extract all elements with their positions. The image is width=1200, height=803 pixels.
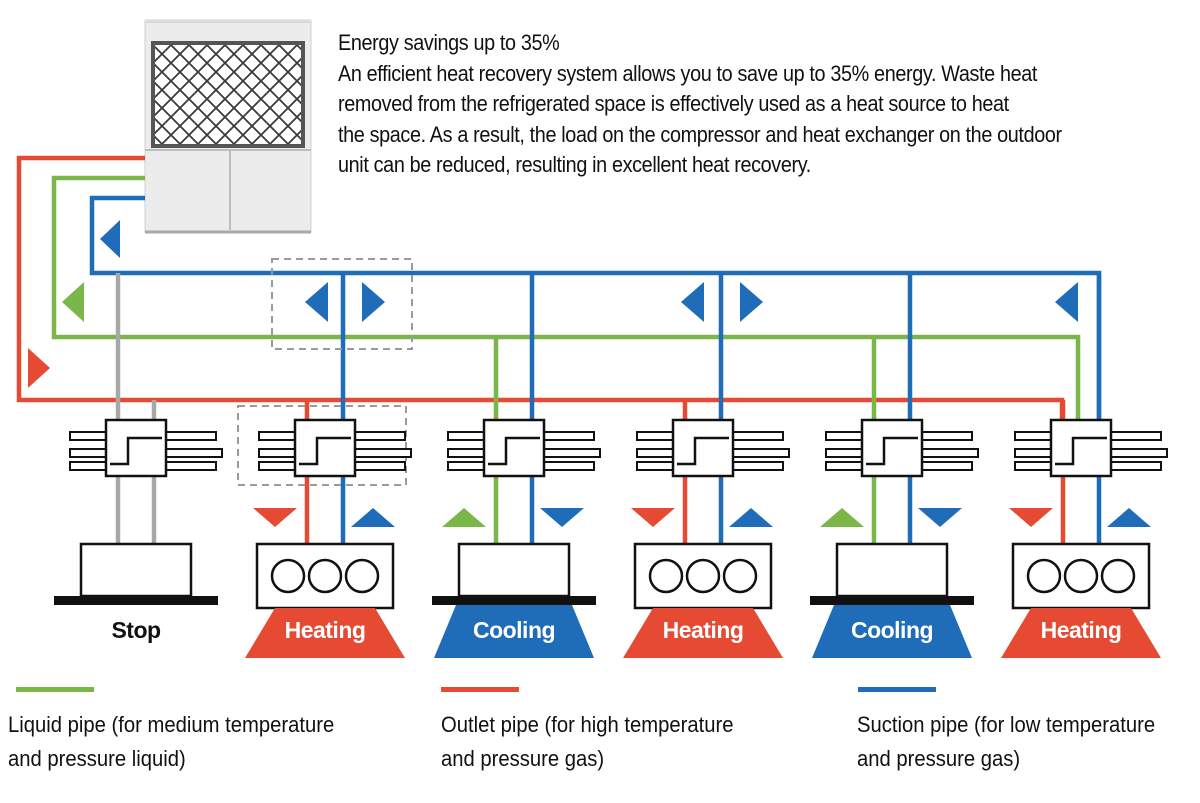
fan-coil-icon (633, 542, 773, 610)
legend-suction-line1: Suction pipe (for low temperature (857, 712, 1156, 737)
flow-arrow-icon (729, 508, 773, 527)
highlight-box-upper (271, 258, 413, 350)
legend-liquid-swatch (16, 687, 94, 692)
flow-arrow-icon (820, 508, 864, 527)
intro-line: removed from the refrigerated space is e… (338, 91, 1009, 116)
flow-arrow-icon (740, 282, 763, 322)
indoor-unit-icon (810, 542, 974, 605)
flow-arrow-icon (1107, 508, 1151, 527)
highlight-box-lower (237, 405, 407, 486)
bc-box-icon (442, 418, 601, 527)
flow-arrow-icon (1009, 508, 1053, 527)
indoor-unit-icon (432, 542, 596, 605)
legend-outlet-swatch (441, 687, 519, 692)
flow-arrow-icon (62, 282, 84, 322)
flow-arrow-icon (100, 220, 120, 258)
flow-arrow-icon (28, 348, 50, 388)
bc-box-icon (69, 418, 223, 478)
flow-arrow-icon (351, 508, 395, 527)
indoor-unit-icon (54, 542, 218, 605)
liquid-main-pipe (51, 175, 1081, 420)
legend-liquid-line1: Liquid pipe (for medium temperature (8, 712, 335, 737)
bc-box-icon (631, 418, 790, 527)
intro-line: An efficient heat recovery system allows… (338, 60, 1038, 86)
bc-box-icon (253, 418, 412, 527)
legend-suction-line2: and pressure gas) (857, 746, 1021, 771)
unit-label-cooling: Cooling (472, 617, 556, 643)
flow-arrow-icon (631, 508, 675, 527)
legend-outlet-text: Outlet pipe (for high temperature and pr… (441, 708, 734, 776)
airflow-fan-shape (245, 608, 405, 658)
airflow-fan-shape (434, 605, 594, 658)
indoor-unit-row (54, 418, 1168, 658)
airflow-fan-shape (1001, 608, 1161, 658)
airflow-fan-shape (623, 608, 783, 658)
unit-label-stop: Stop (111, 617, 161, 643)
fan-coil-icon (1011, 542, 1151, 610)
legend-outlet-line1: Outlet pipe (for high temperature (441, 712, 734, 737)
unit-label-heating: Heating (1040, 617, 1122, 643)
fan-coil-icon (255, 542, 395, 610)
flow-arrow-icon (253, 508, 297, 527)
main-flow-arrows (28, 220, 1078, 388)
flow-arrow-icon (681, 282, 704, 322)
unit-label-cooling: Cooling (850, 617, 934, 643)
branch-pipes (115, 273, 1102, 545)
legend-liquid-line2: and pressure liquid) (8, 746, 186, 771)
bc-box-icon (820, 418, 979, 527)
flow-arrow-icon (918, 508, 962, 527)
intro-text: Energy savings up to 35% An efficient he… (338, 28, 1094, 181)
bc-box-icon (1009, 418, 1168, 527)
intro-heading: Energy savings up to 35% (338, 30, 560, 55)
airflow-fan-shape (812, 605, 972, 658)
intro-line: the space. As a result, the load on the … (338, 121, 1062, 147)
legend-outlet-line2: and pressure gas) (441, 746, 605, 771)
flow-arrow-icon (362, 282, 385, 322)
intro-line: unit can be reduced, resulting in excell… (338, 152, 811, 177)
legend-suction-swatch (858, 687, 936, 692)
flow-arrow-icon (442, 508, 486, 527)
legend-suction-text: Suction pipe (for low temperature and pr… (857, 708, 1155, 776)
flow-arrow-icon (1055, 282, 1078, 322)
flow-arrow-icon (540, 508, 584, 527)
flow-arrow-icon (305, 282, 328, 322)
unit-label-heating: Heating (662, 617, 744, 643)
unit-label-heating: Heating (284, 617, 366, 643)
legend-liquid-text: Liquid pipe (for medium temperature and … (8, 708, 334, 776)
outdoor-unit-icon (144, 19, 312, 234)
